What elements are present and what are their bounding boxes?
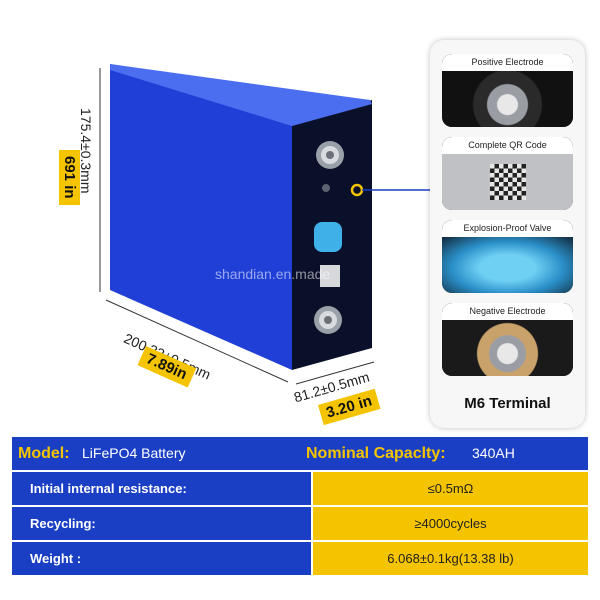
fill-hole <box>322 184 330 192</box>
height-in-badge: 691 in <box>59 150 80 205</box>
feature-label: Negative Electrode <box>442 303 573 320</box>
qr-label <box>320 265 340 287</box>
qr-code-photo-icon <box>442 154 573 210</box>
negative-terminal <box>314 306 342 334</box>
spec-header-row: Model: LiFePO4 Battery Nominal Capaclty:… <box>12 437 588 470</box>
positive-terminal-photo-icon <box>442 71 573 127</box>
feature-explosion-proof-valve: Explosion-Proof Valve <box>442 220 573 293</box>
model-label: Model: <box>18 445 70 462</box>
spec-row: Weight : 6.068±0.1kg(13.38 lb) <box>12 542 588 575</box>
spec-row: Initial internal resistance: ≤0.5mΩ <box>12 472 588 505</box>
spec-label: Initial internal resistance: <box>12 472 311 505</box>
valve-photo-icon <box>442 237 573 293</box>
row-divider <box>12 505 588 507</box>
spec-table: Model: LiFePO4 Battery Nominal Capaclty:… <box>12 437 588 575</box>
height-mm: 175.4±0.3mm <box>78 108 94 194</box>
model-value: LiFePO4 Battery <box>82 445 186 461</box>
watermark: shandian.en.made <box>215 266 331 282</box>
spec-value: ≤0.5mΩ <box>313 472 588 505</box>
spec-label: Recycling: <box>12 507 311 540</box>
spec-value: ≥4000cycles <box>313 507 588 540</box>
positive-terminal <box>316 141 344 169</box>
feature-qr-code: Complete QR Code <box>442 137 573 210</box>
feature-label: Complete QR Code <box>442 137 573 154</box>
feature-panel: Positive Electrode Complete QR Code Expl… <box>430 40 585 428</box>
explosion-valve <box>314 222 342 252</box>
row-divider <box>12 540 588 542</box>
feature-positive-electrode: Positive Electrode <box>442 54 573 127</box>
capacity-label: Nominal Capaclty: <box>306 445 446 462</box>
battery-illustration <box>99 64 430 385</box>
battery-side-face <box>110 64 292 370</box>
row-divider <box>12 470 588 472</box>
feature-label: Positive Electrode <box>442 54 573 71</box>
terminal-title: M6 Terminal <box>464 395 551 412</box>
spec-row: Recycling: ≥4000cycles <box>12 507 588 540</box>
width-dim-line <box>105 299 289 383</box>
battery-top-edge <box>110 64 372 126</box>
depth-dim-line <box>295 361 375 385</box>
capacity-value: 340AH <box>472 445 515 461</box>
feature-negative-electrode: Negative Electrode <box>442 303 573 376</box>
spec-label: Weight : <box>12 542 311 575</box>
feature-label: Explosion-Proof Valve <box>442 220 573 237</box>
spec-value: 6.068±0.1kg(13.38 lb) <box>313 542 588 575</box>
negative-terminal-photo-icon <box>442 320 573 376</box>
